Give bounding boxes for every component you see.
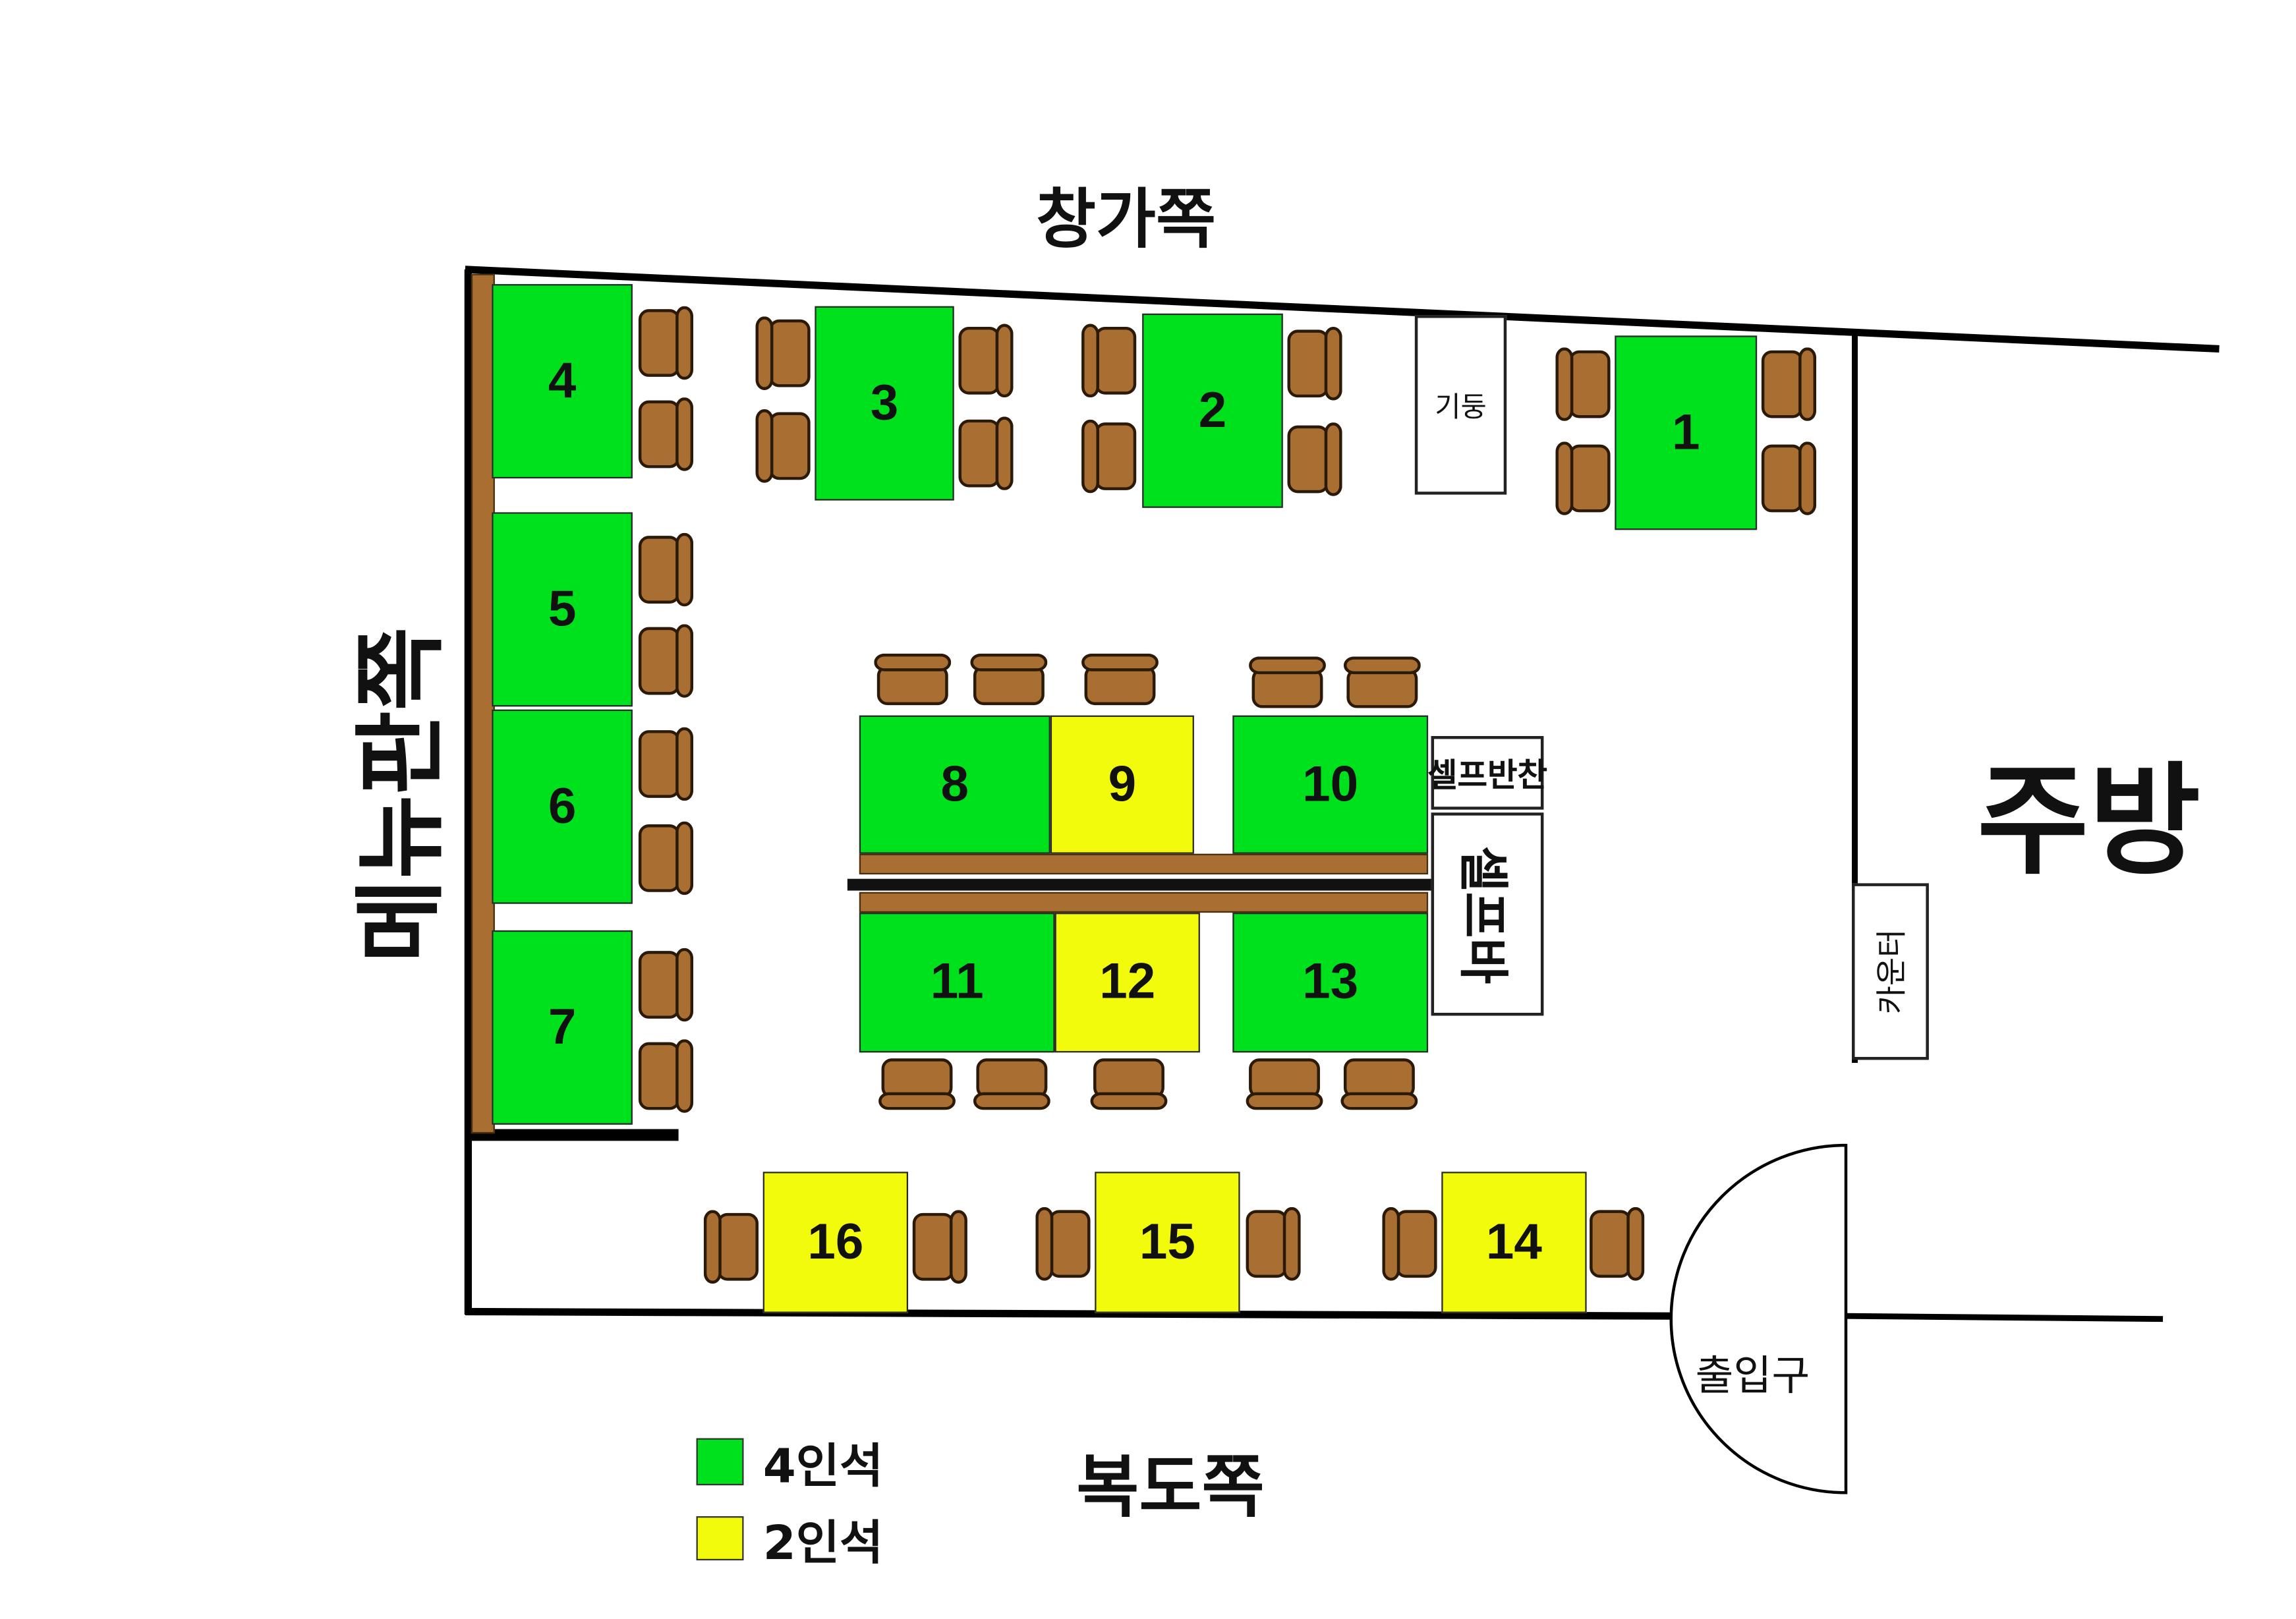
chair-30 [1340,1058,1418,1110]
table-2[interactable]: 2 [1142,313,1283,508]
chair-7 [1081,324,1137,398]
chair-6 [958,416,1014,490]
chair-11 [1555,347,1611,421]
table-7[interactable]: 7 [492,930,633,1125]
chair-5 [958,324,1014,398]
chair-31 [703,1210,759,1284]
entrance-label: 출입구 [1695,1351,1810,1400]
pillar-label: 기둥 [1435,391,1487,424]
self-bar-label: 셀프바 [1452,845,1512,984]
table-13[interactable]: 13 [1232,913,1429,1053]
chair-19 [638,948,694,1022]
chair-10 [1287,422,1342,496]
table-6[interactable]: 6 [492,709,633,904]
window-side-label: 창가쪽 [1035,183,1216,258]
chair-14 [1761,441,1817,515]
chair-36 [1590,1207,1645,1281]
kitchen-label: 주방 [1977,751,2201,892]
table-number: 15 [1139,1213,1195,1270]
table-number: 14 [1485,1213,1542,1270]
table-14[interactable]: 14 [1441,1172,1587,1313]
chair-12 [1555,441,1611,515]
legend-four-seat-label: 4인석 [762,1438,884,1494]
chair-8 [1081,419,1137,494]
center-divider-rail [847,878,1431,891]
chair-27 [973,1058,1050,1110]
chair-1 [638,306,694,380]
table-5[interactable]: 5 [492,512,633,707]
table-9[interactable]: 9 [1050,715,1194,854]
menu-side-label: 메뉴판쪽 [347,627,455,963]
table-3[interactable]: 3 [815,306,954,501]
counter-label: 카운터 [1874,928,1910,1015]
table-number: 13 [1302,953,1359,1010]
chair-16 [638,624,694,698]
legend-two-seat-label: 2인석 [762,1514,884,1571]
legend-four-seat-swatch [696,1438,744,1486]
table-number: 16 [807,1213,864,1270]
chair-24 [1249,656,1326,708]
chair-35 [1382,1207,1437,1281]
table-number: 2 [1198,382,1227,438]
menu-side-ledge [471,273,495,1134]
self-banchan-label: 셀프반찬 [1427,758,1548,795]
chair-4 [755,409,811,483]
table-number: 1 [1671,404,1700,461]
chair-23 [1081,653,1159,706]
chair-17 [638,727,694,801]
chair-29 [1246,1058,1323,1110]
chair-32 [912,1210,967,1284]
legend-two-seat-swatch [696,1516,744,1561]
chair-25 [1343,656,1421,708]
table-number: 6 [548,778,577,834]
center-divider-bottom [859,892,1429,913]
table-number: 5 [548,581,577,637]
chair-26 [878,1058,956,1110]
table-number: 8 [940,756,969,812]
table-number: 4 [548,353,577,409]
chair-3 [755,316,811,391]
table-number: 11 [930,953,984,1010]
table-number: 9 [1108,756,1137,812]
chair-2 [638,397,694,471]
chair-21 [874,653,952,706]
chair-28 [1090,1058,1168,1110]
chair-22 [970,653,1048,706]
table-8[interactable]: 8 [859,715,1050,854]
chair-18 [638,821,694,895]
table-11[interactable]: 11 [859,913,1055,1053]
pillar: 기둥 [1414,315,1507,495]
table-1[interactable]: 1 [1615,335,1758,530]
self-banchan-station: 셀프반찬 [1427,736,1547,810]
counter: 카운터 [1852,883,1929,1060]
chair-20 [638,1039,694,1113]
self-bar: 셀프바 [1431,812,1544,1016]
chair-33 [1035,1207,1091,1281]
center-divider-top [859,853,1429,874]
table-4[interactable]: 4 [492,284,633,479]
table-16[interactable]: 16 [762,1172,909,1313]
table-number: 7 [548,998,577,1055]
table-15[interactable]: 15 [1095,1172,1240,1313]
chair-34 [1246,1207,1301,1281]
table-number: 3 [870,374,899,431]
chair-13 [1761,347,1817,421]
table-12[interactable]: 12 [1054,913,1200,1053]
table-number: 12 [1099,953,1156,1010]
chair-15 [638,532,694,607]
hallway-side-label: 복도쪽 [1076,1447,1265,1527]
table-10[interactable]: 10 [1232,715,1429,854]
chair-9 [1287,326,1342,401]
table-number: 10 [1302,756,1359,812]
